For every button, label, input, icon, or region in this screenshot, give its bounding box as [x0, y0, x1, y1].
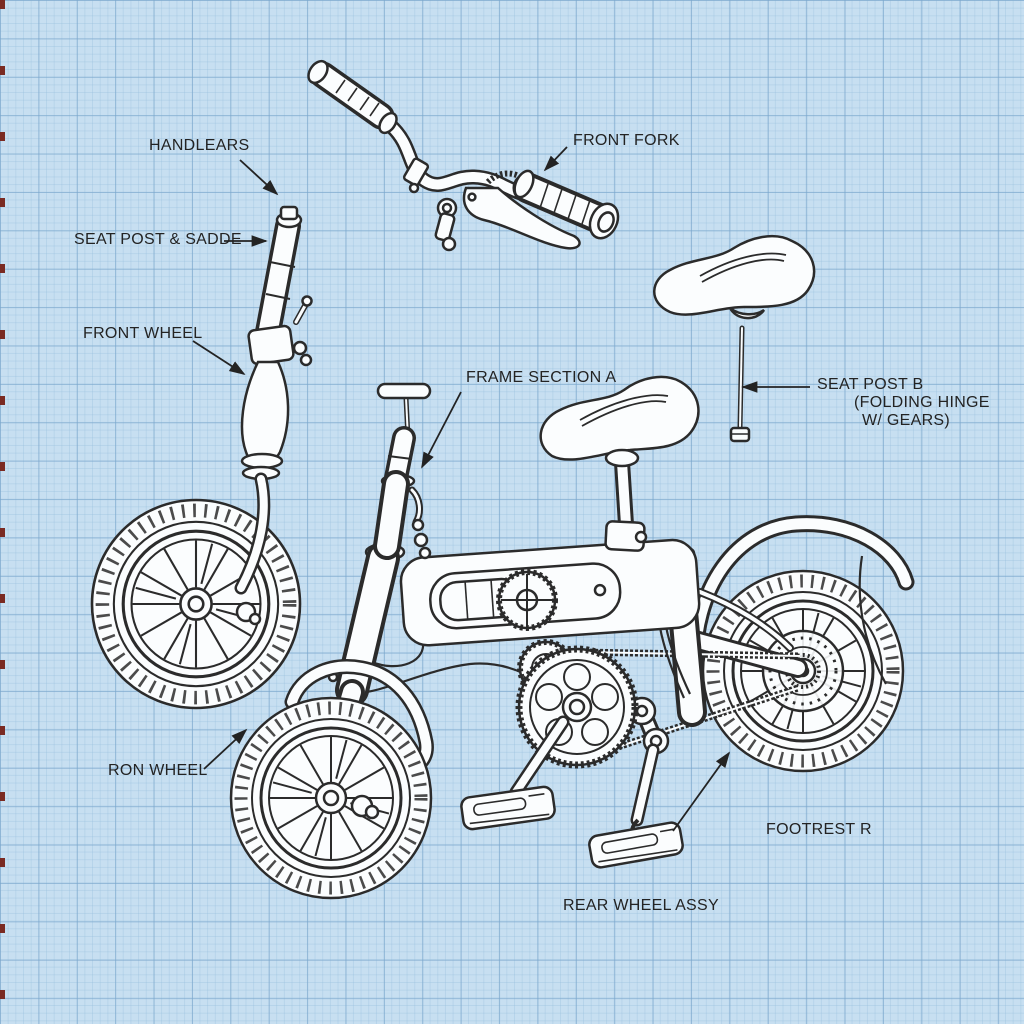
label-footrest-r: FOOTREST R [766, 821, 872, 839]
label-frame-section-a-text: FRAME SECTION A [466, 369, 617, 386]
footrest-right [588, 821, 684, 869]
main-front-wheel [231, 698, 431, 898]
arrow-footrest-r [672, 751, 731, 832]
chainring [515, 645, 639, 769]
label-seat-post-saddle: SEAT POST & SADDE [74, 231, 242, 249]
label-seat-post-b-line3: W/ GEARS) [862, 411, 951, 429]
film-edge-marks [0, 0, 5, 1024]
label-footrest-r-text: FOOTREST R [766, 821, 872, 838]
callout-arrows [192, 146, 810, 832]
handlebar-assembly [307, 59, 620, 252]
left-grip-ribs [335, 79, 380, 117]
label-rear-wheel-assy: REAR WHEEL ASSY [563, 897, 719, 915]
detached-front-wheel [92, 500, 300, 708]
arrow-front-fork [543, 146, 568, 172]
label-handlebars: HANDLEARS [149, 137, 250, 155]
label-frame-section-a: FRAME SECTION A [466, 369, 616, 387]
frame-section-a-post [373, 382, 432, 560]
label-front-wheel-text: FRONT WHEEL [83, 325, 203, 342]
arrow-handlebars [239, 159, 279, 196]
label-ron-wheel: RON WHEEL [108, 762, 208, 780]
drivetrain [460, 639, 684, 869]
label-handlebars-text: HANDLEARS [149, 137, 250, 154]
arrow-ron-wheel [203, 728, 248, 770]
mounted-saddle [539, 375, 700, 552]
right-grip-ribs [539, 183, 591, 225]
label-seat-post-b-line2: (FOLDING HINGE [854, 393, 990, 411]
arrow-frame-section-a [421, 391, 462, 469]
main-bike-assembly [231, 375, 915, 898]
label-front-fork-text: FRONT FORK [573, 132, 680, 149]
label-rear-wheel-assy-text: REAR WHEEL ASSY [563, 897, 719, 914]
label-seat-post-b: SEAT POST B (FOLDING HINGE W/ GEARS) [817, 376, 990, 430]
front-fork-and-wheel-part [92, 205, 313, 708]
label-seat-post-b-line1: SEAT POST B [817, 376, 924, 393]
footrest-left [460, 785, 556, 831]
saddle-part [653, 234, 816, 443]
label-front-wheel: FRONT WHEEL [83, 325, 202, 343]
label-front-fork: FRONT FORK [573, 132, 680, 150]
label-ron-wheel-text: RON WHEEL [108, 762, 208, 779]
arrow-front-wheel [192, 340, 246, 375]
window-gear [496, 569, 558, 631]
label-seat-post-saddle-text: SEAT POST & SADDE [74, 231, 242, 248]
